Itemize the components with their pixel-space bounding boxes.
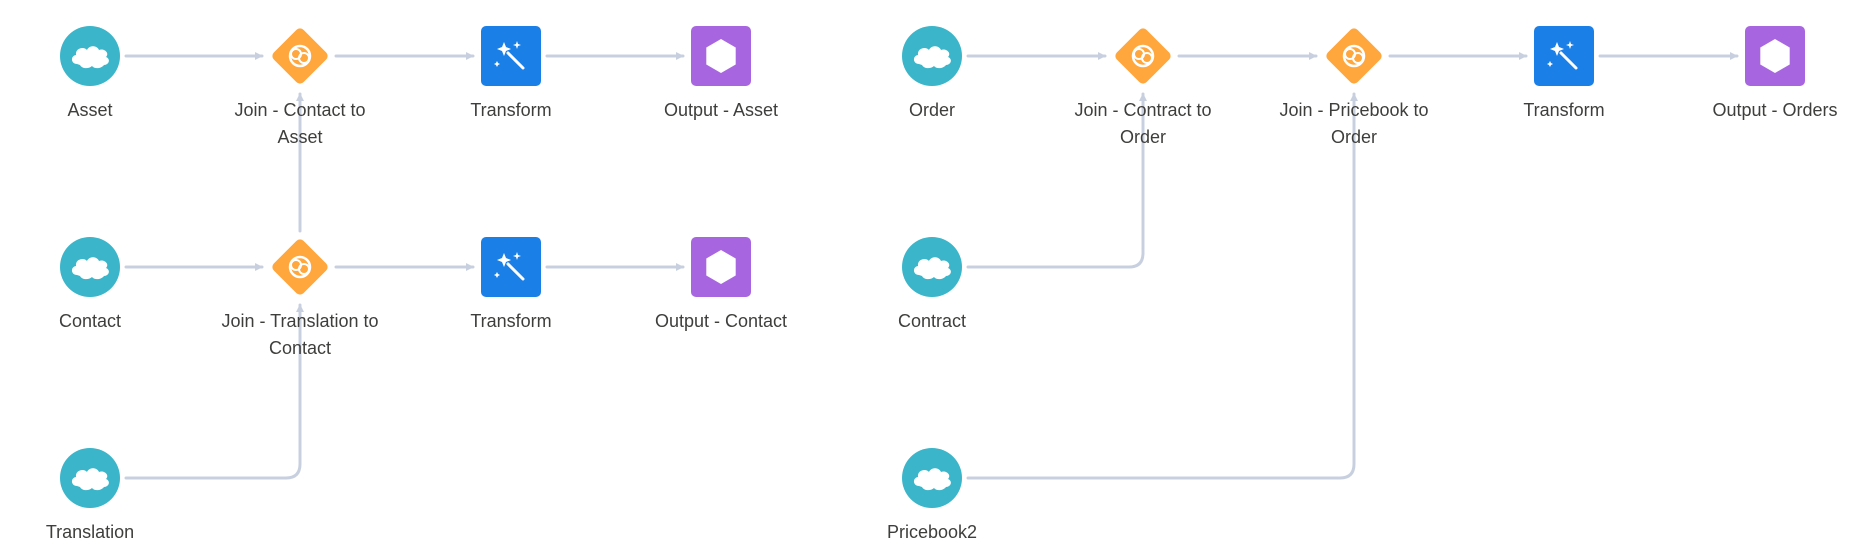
join-icon [1324, 26, 1384, 86]
node-transform-3[interactable] [1534, 26, 1594, 86]
magic-wand-icon [1534, 26, 1594, 86]
node-label-transform-2: Transform [470, 311, 552, 331]
node-order[interactable] [902, 26, 962, 86]
node-label-transform-3: Transform [1523, 100, 1605, 120]
node-label-asset: Asset [67, 100, 113, 120]
join-icon [270, 237, 330, 297]
cloud-icon [60, 26, 120, 86]
node-transform-2[interactable] [481, 237, 541, 297]
connector-contract-to-join_contract_order [966, 92, 1147, 269]
node-transform-1[interactable] [481, 26, 541, 86]
cloud-icon [902, 237, 962, 297]
node-label-order: Order [908, 100, 955, 120]
hexagon-icon [691, 26, 751, 86]
node-label-transform-1: Transform [470, 100, 552, 120]
magic-wand-icon [481, 237, 541, 297]
node-label-contact: Contact [58, 311, 122, 331]
node-contract[interactable] [902, 237, 962, 297]
node-output-orders[interactable] [1745, 26, 1805, 86]
magic-wand-icon [481, 26, 541, 86]
node-label-join-contact-asset: Join - Contact to Asset [234, 100, 366, 147]
join-icon [270, 26, 330, 86]
node-join-contract-order[interactable] [1113, 26, 1173, 86]
node-join-pricebook-order[interactable] [1324, 26, 1384, 86]
connector-translation-to-join_translation_contact [124, 303, 304, 480]
node-translation[interactable] [60, 448, 120, 508]
connector-pricebook2-to-join_pricebook_order [966, 92, 1358, 480]
node-pricebook2[interactable] [902, 448, 962, 508]
cloud-icon [60, 448, 120, 508]
node-label-join-contract-order: Join - Contract to Order [1074, 100, 1212, 147]
node-asset[interactable] [60, 26, 120, 86]
node-output-contact[interactable] [691, 237, 751, 297]
node-label-contract: Contract [897, 311, 967, 331]
hexagon-icon [691, 237, 751, 297]
node-label-join-translation-contact: Join - Translation to Contact [221, 311, 379, 358]
cloud-icon [902, 448, 962, 508]
node-label-output-orders: Output - Orders [1712, 100, 1838, 120]
node-label-translation: Translation [45, 522, 135, 542]
node-output-asset[interactable] [691, 26, 751, 86]
cloud-icon [60, 237, 120, 297]
hexagon-icon [1745, 26, 1805, 86]
cloud-icon [902, 26, 962, 86]
node-label-output-contact: Output - Contact [654, 311, 788, 331]
node-label-pricebook2: Pricebook2 [886, 522, 978, 542]
node-label-output-asset: Output - Asset [663, 100, 779, 120]
join-icon [1113, 26, 1173, 86]
node-join-contact-asset[interactable] [270, 26, 330, 86]
node-contact[interactable] [60, 237, 120, 297]
node-label-join-pricebook-order: Join - Pricebook to Order [1279, 100, 1429, 147]
node-join-translation-contact[interactable] [270, 237, 330, 297]
